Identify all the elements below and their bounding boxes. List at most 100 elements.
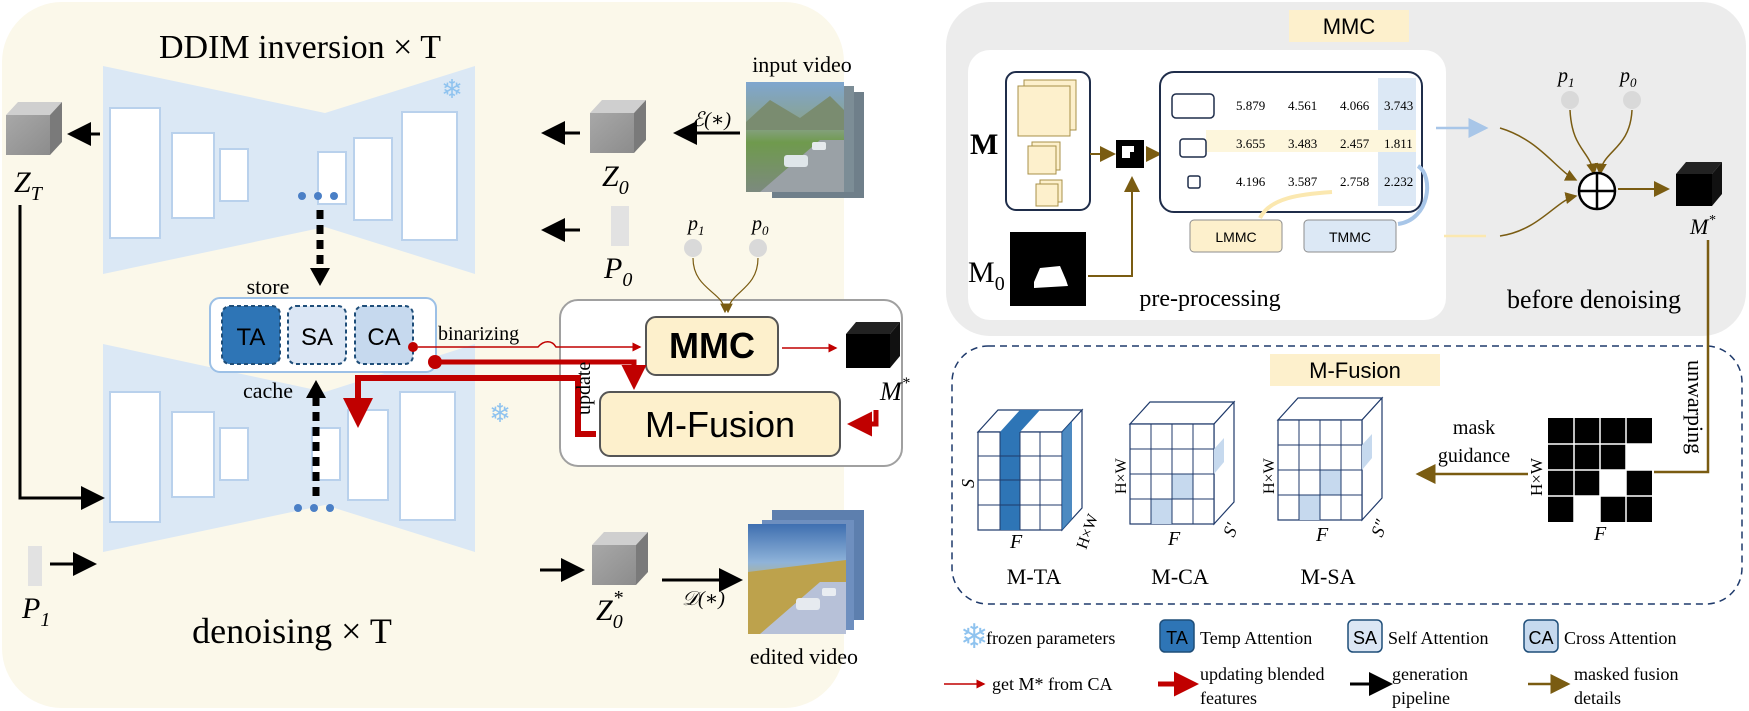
input-video-label: input video: [752, 52, 852, 77]
binarizing-label: binarizing: [438, 323, 519, 345]
legend-red-thick-label-2: features: [1200, 688, 1257, 708]
sa-box: [287, 305, 347, 365]
m-star-label: M*: [879, 375, 910, 406]
mask-guidance-label-2: guidance: [1438, 445, 1510, 467]
p1-label: P1: [21, 592, 50, 631]
cache-label: cache: [243, 378, 293, 403]
update-label: update: [573, 362, 595, 415]
ellipsis-dots: [294, 192, 338, 512]
mask-grid: [1548, 418, 1652, 522]
mmc-title-badge: [1289, 10, 1409, 42]
svg-text:5.879: 5.879: [1236, 98, 1265, 113]
store-label: store: [247, 274, 290, 299]
legend-ca-swatch-label: CA: [1528, 628, 1553, 648]
denoising-title: denoising × T: [192, 611, 392, 651]
legend-sa-swatch: [1347, 619, 1383, 653]
mask-f-label: F: [1593, 523, 1607, 545]
legend-ca-label: Cross Attention: [1564, 628, 1677, 648]
encoder-label: ℰ(∗): [692, 109, 731, 131]
m-ta-s-label: S: [958, 479, 978, 488]
legend-red-thick-label-1: updating blended: [1200, 664, 1324, 684]
binarizing-arrow: [418, 341, 642, 352]
zt-label: ZT: [14, 166, 44, 205]
m-ta-f-label: F: [1009, 531, 1023, 553]
mfusion-title-badge: [1270, 354, 1440, 386]
ca-box: [354, 305, 414, 365]
z0-star-label: Z0*: [596, 587, 623, 633]
legend-gold-label-1: masked fusion: [1574, 664, 1678, 684]
svg-text:1.811: 1.811: [1384, 136, 1413, 151]
m-label: M: [970, 128, 998, 161]
p0-small-label: p0: [750, 213, 769, 238]
m-sa-cube: [1276, 396, 1384, 522]
mask-guidance-label-1: mask: [1453, 417, 1495, 439]
edited-video-label: edited video: [750, 644, 858, 669]
svg-text:3.483: 3.483: [1288, 136, 1317, 151]
m-star-to-mfusion-arrow: [847, 410, 879, 437]
mask-hxw-label: H×W: [1527, 457, 1546, 496]
unwarping-label: unwarping: [1683, 360, 1708, 454]
tmmc-box: [1303, 219, 1397, 253]
edited-video-thumbnail: [748, 510, 864, 634]
legend-ca-swatch: [1523, 619, 1559, 653]
ca-label: CA: [367, 324, 400, 351]
mmc-box-label: MMC: [669, 325, 755, 366]
legend-black-label-1: generation: [1392, 664, 1468, 684]
mfusion-panel: [951, 345, 1743, 605]
mmc-p1-label: p1: [1556, 65, 1575, 90]
mfusion-box: [599, 391, 841, 457]
svg-text:2.758: 2.758: [1340, 174, 1369, 189]
lmmc-box: [1189, 219, 1283, 253]
binary-mask-icon: [1116, 140, 1144, 168]
ta-label: TA: [237, 324, 266, 351]
mmc-title: MMC: [1323, 14, 1376, 39]
mask-cube-icon: [846, 322, 900, 368]
svg-text:4.066: 4.066: [1340, 98, 1370, 113]
z0-star-cube-icon: [592, 532, 648, 585]
preprocessing-label: pre-processing: [1139, 286, 1280, 312]
svg-text:4.196: 4.196: [1236, 174, 1266, 189]
p1-small-label: p1: [686, 213, 705, 238]
update-arrow: [435, 359, 647, 390]
snowflake-icon: ❄: [441, 75, 463, 104]
p0-label: P0: [603, 252, 632, 291]
m-ta-hxw-label: H×W: [1074, 511, 1102, 551]
input-video-thumbnail: [746, 82, 864, 198]
inversion-unet-blocks: [109, 107, 458, 241]
sa-label: SA: [301, 324, 333, 351]
m-sa-hxw-label: H×W: [1261, 457, 1278, 494]
z0-label: Z0: [602, 160, 629, 199]
decoder-label: 𝒟(∗): [682, 588, 725, 610]
mmc-p0-label: p0: [1618, 65, 1637, 90]
m-ta-cube: [976, 408, 1084, 532]
legend-gold-label-2: details: [1574, 688, 1621, 708]
legend-snowflake-icon: ❄: [960, 619, 989, 656]
mmc-box: [645, 316, 779, 376]
m0-label: M0: [968, 256, 1005, 295]
m-sa-f-label: F: [1315, 524, 1329, 546]
legend-ta-swatch-label: TA: [1166, 628, 1188, 648]
legend-frozen-label: frozen parameters: [986, 628, 1115, 648]
mfusion-title: M-Fusion: [1309, 358, 1401, 383]
legend-red-thin-label: get M* from CA: [992, 674, 1113, 694]
snowflake-icon: ❄: [489, 399, 511, 428]
legend-ta-swatch: [1159, 619, 1195, 653]
z0-cube-icon: [590, 100, 646, 153]
svg-text:2.232: 2.232: [1384, 174, 1413, 189]
zt-cube-icon: [6, 102, 62, 155]
generation-pipeline-arrows: [18, 121, 743, 592]
tmmc-label: TMMC: [1329, 229, 1371, 245]
legend-sa-swatch-label: SA: [1353, 628, 1377, 648]
m-sa-s-dprime-label: S″: [1367, 517, 1392, 540]
fusion-to-denoise-arrow: [343, 375, 596, 437]
before-denoising-label: before denoising: [1507, 285, 1681, 314]
m-ca-s-prime-label: S′: [1219, 519, 1243, 539]
inversion-unet: [103, 66, 475, 274]
m-ca-cube: [1128, 400, 1236, 526]
legend-sa-label: Self Attention: [1388, 628, 1489, 648]
p0-prompt-bar: [611, 206, 629, 246]
svg-text:3.587: 3.587: [1288, 174, 1318, 189]
mmc-mask-cube-icon: [1676, 162, 1722, 206]
